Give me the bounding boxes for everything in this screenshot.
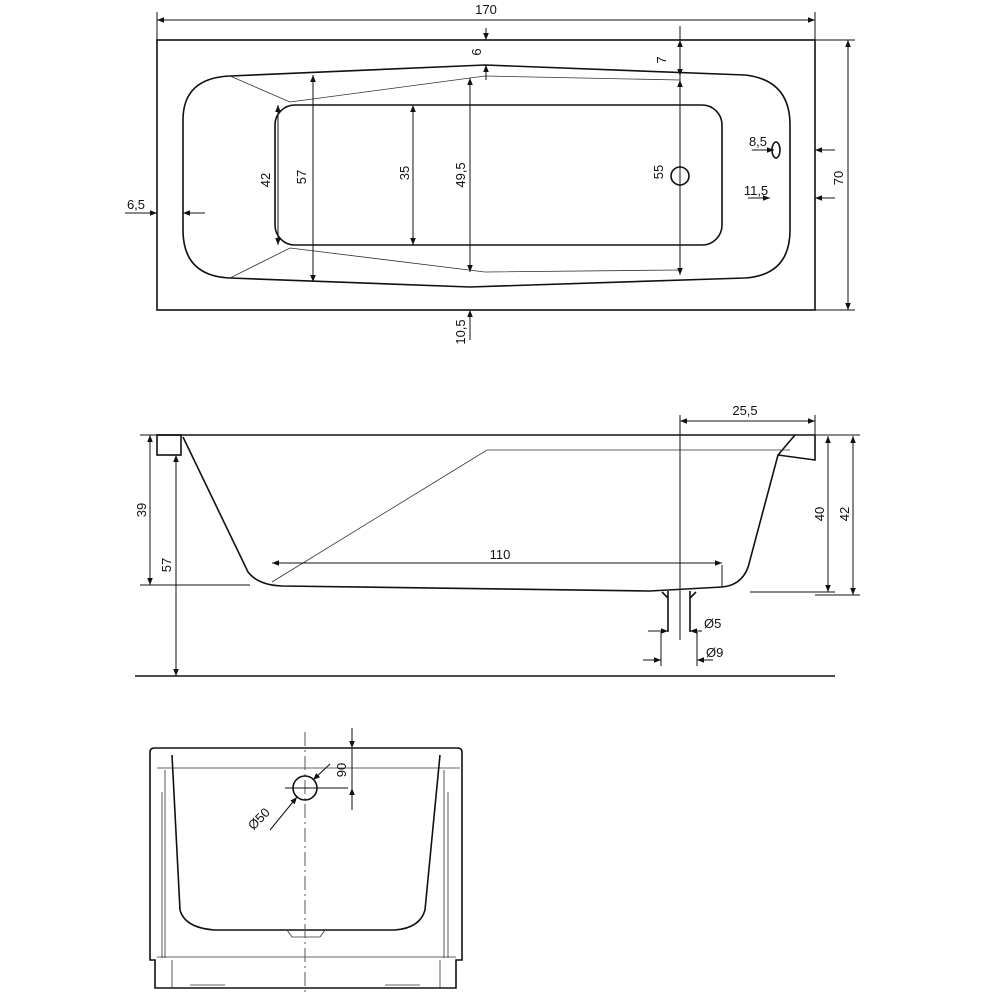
basin-floor	[274, 104, 723, 246]
tub-profile-end	[171, 754, 441, 931]
top-view: 170 70 6 7 55 57 42 35 49,5 10,5 6,5 8,5…	[125, 2, 855, 345]
tub-outline-top	[156, 39, 816, 311]
dim-d9-label: Ø9	[706, 645, 723, 660]
dim-40-label: 40	[812, 507, 827, 521]
drain-pipe	[661, 591, 697, 632]
dim-25-5-label: 25,5	[732, 403, 757, 418]
dim-d50-label: Ø50	[245, 805, 273, 833]
side-view: 39 57 110 25,5 40 42 Ø5 Ø9	[134, 403, 860, 677]
dim-57-inner-label: 57	[294, 170, 309, 184]
dim-57-height-label: 57	[159, 558, 174, 572]
rim-inner-edge	[182, 64, 791, 288]
dim-49-5-label: 49,5	[453, 162, 468, 187]
dim-d5-label: Ø5	[704, 616, 721, 631]
dim-70-label: 70	[831, 171, 846, 185]
dim-90-label: 90	[334, 763, 349, 777]
slope-lines	[229, 75, 681, 279]
dim-7-label: 7	[654, 56, 669, 63]
dim-6-label: 6	[469, 48, 484, 55]
dim-55-label: 55	[651, 165, 666, 179]
dim-6-5-label: 6,5	[127, 197, 145, 212]
dim-170-label: 170	[475, 2, 497, 17]
dim-39-label: 39	[134, 503, 149, 517]
dim-110-label: 110	[490, 547, 511, 562]
tub-profile-side	[182, 434, 816, 592]
dim-42-label: 42	[258, 173, 273, 187]
end-view: 90 Ø50	[149, 728, 463, 995]
dim-8-5-label: 8,5	[749, 134, 767, 149]
dim-10-5-label: 10,5	[453, 319, 468, 344]
dim-11-5-label: 11,5	[744, 183, 768, 198]
dim-35-label: 35	[397, 166, 412, 180]
tub-outline-end	[149, 747, 463, 989]
dim-42-side-label: 42	[837, 507, 852, 521]
